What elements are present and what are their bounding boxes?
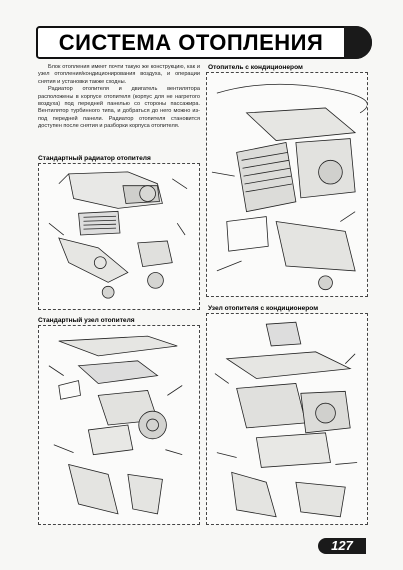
diagram-heater-unit-with-ac [214, 321, 358, 518]
page-title: СИСТЕМА ОТОПЛЕНИЯ [58, 30, 324, 55]
figure-title-standard-unit: Стандартный узел отопителя [38, 317, 135, 324]
page-number: 127 [318, 538, 366, 554]
figure-standard-radiator [38, 163, 200, 310]
diagram-heater-with-ac [211, 83, 367, 291]
intro-paragraph-2: Радиатор отопителя и двигатель вентилято… [38, 86, 200, 130]
figure-standard-unit [38, 325, 200, 525]
title-banner: СИСТЕМА ОТОПЛЕНИЯ [36, 26, 372, 59]
figure-heater-with-ac [206, 72, 368, 297]
figure-title-heater-unit-with-ac: Узел отопителя с кондиционером [208, 305, 319, 312]
figure-title-heater-with-ac: Отопитель с кондиционером [208, 64, 303, 71]
intro-text: Блок отопления имеет почти такую же конс… [38, 64, 200, 131]
figure-heater-unit-with-ac [206, 313, 368, 525]
banner-end-cap [344, 26, 372, 59]
diagram-standard-radiator [48, 171, 188, 299]
intro-paragraph-1: Блок отопления имеет почти такую же конс… [38, 64, 200, 85]
figure-title-standard-radiator: Стандартный радиатор отопителя [38, 155, 151, 162]
diagram-standard-unit [48, 335, 183, 515]
